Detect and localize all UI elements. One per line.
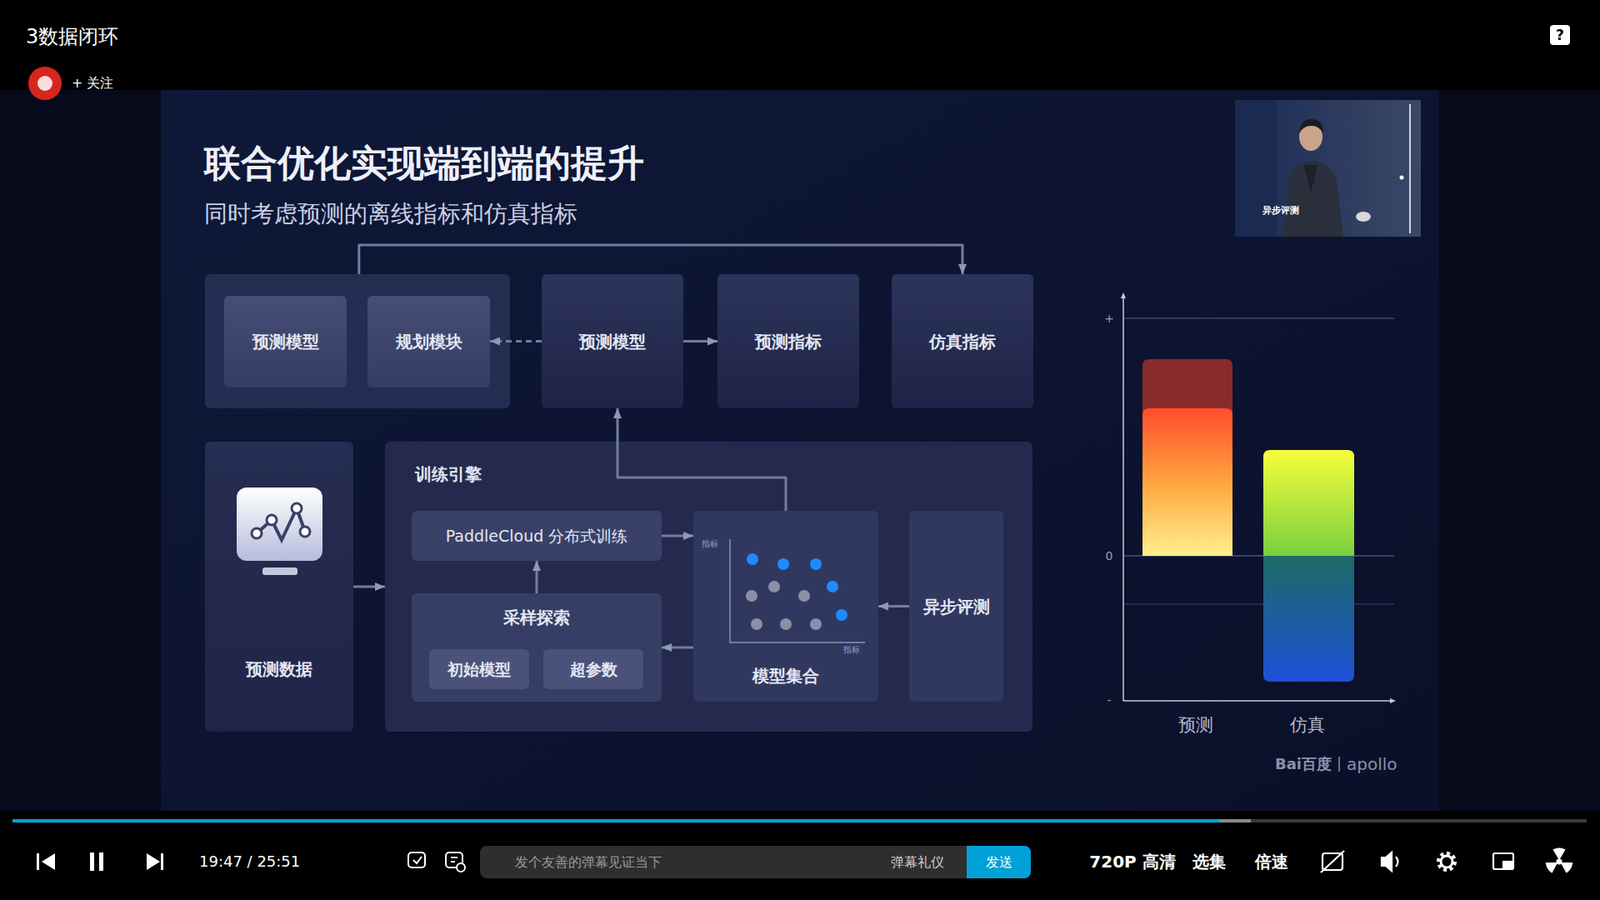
subtitle: 同时考虑预测的离线指标和仿真指标: [204, 200, 578, 229]
slide-ground: [160, 90, 1440, 811]
box-label: 超参数: [570, 660, 618, 680]
bar-chart: [1120, 292, 1396, 704]
process-box: 预测模型: [541, 274, 684, 409]
process-box: 异步评测: [909, 510, 1004, 702]
logo-text: apollo: [1346, 754, 1398, 775]
connector: [661, 535, 694, 538]
box-label: 发个友善的弹幕见证当下: [515, 854, 662, 870]
box-label: 预测指标: [755, 331, 822, 352]
box-label: 预测数据: [245, 659, 313, 680]
bar-label: 仿真: [1290, 715, 1325, 736]
logo-separator: [1338, 756, 1340, 772]
box-label: 规划模块: [395, 331, 463, 352]
connector: [353, 585, 385, 589]
help-mark: ?: [1555, 26, 1565, 44]
video-title: 3数据闭环: [25, 25, 119, 50]
box-label: 训练引擎: [415, 464, 482, 485]
process-box: 预测模型: [224, 295, 347, 388]
time-display: 19:47 / 25:51: [199, 852, 300, 871]
follow-button: + 关注: [71, 75, 115, 91]
box-label: 预测模型: [579, 331, 646, 352]
connector: [661, 646, 694, 650]
data-box: 预测数据: [205, 441, 354, 732]
connector: [683, 340, 718, 343]
speaker-video-inset: [1235, 100, 1421, 237]
axis-tick: 0: [1105, 549, 1114, 564]
process-box: 超参数: [543, 649, 644, 690]
inset-caption: 异步评测: [1262, 205, 1300, 216]
connector: [535, 560, 539, 594]
axis-label: 指标: [843, 645, 860, 655]
connector: [878, 605, 910, 608]
data-icon: [205, 441, 354, 732]
connector: [359, 245, 963, 275]
box-label: 异步评测: [923, 596, 990, 617]
axis-label: 指标: [701, 539, 719, 550]
logo-text: Bai百度: [1275, 755, 1332, 774]
bar-label: 预测: [1178, 715, 1214, 736]
box-label: 模型集合: [752, 665, 820, 686]
box-label: 仿真指标: [929, 331, 996, 352]
danmaku-icons: [408, 852, 465, 872]
slide-title: 联合优化实现端到端的提升: [204, 141, 645, 186]
group-box: 预测模型 规划模块: [205, 274, 510, 409]
box-label: 采样探索: [503, 607, 570, 628]
model-set-box: 模型集合指标指标: [693, 510, 879, 702]
right-controls: [1320, 849, 1572, 873]
danmaku-input: 发个友善的弹幕见证当下 弹幕礼仪 发送: [480, 845, 1031, 879]
engine-panel: 训练引擎PaddleCloud 分布式训练采样探索初始模型超参数模型集合指标指标…: [385, 441, 1033, 732]
help-icon: [1550, 25, 1570, 45]
box-label: 弹幕礼仪: [890, 854, 945, 870]
avatar: [28, 66, 62, 100]
quality-button: 720P 高清: [1089, 851, 1175, 872]
process-box: PaddleCloud 分布式训练: [411, 510, 662, 561]
process-box: 规划模块: [367, 295, 490, 388]
connector: [490, 340, 542, 343]
episode-button: 选集: [1192, 851, 1226, 872]
group-box: 采样探索初始模型 超参数: [411, 593, 662, 702]
box-label: PaddleCloud 分布式训练: [445, 526, 629, 546]
player-controls: [36, 852, 164, 871]
connector: [617, 408, 786, 511]
axis-tick: -: [1106, 693, 1111, 708]
speed-button: 倍速: [1255, 851, 1289, 872]
box-label: 初始模型: [447, 660, 511, 680]
progress-bar: [12, 819, 1587, 823]
box-label: 预测模型: [252, 331, 320, 352]
video-area: [0, 90, 1600, 811]
axis-tick: +: [1104, 311, 1115, 326]
process-box: 初始模型: [429, 649, 530, 690]
box-label: 发送: [985, 854, 1013, 870]
process-box: 预测指标: [717, 274, 860, 409]
send-button: 发送: [966, 845, 1031, 879]
process-box: 仿真指标: [891, 274, 1034, 409]
